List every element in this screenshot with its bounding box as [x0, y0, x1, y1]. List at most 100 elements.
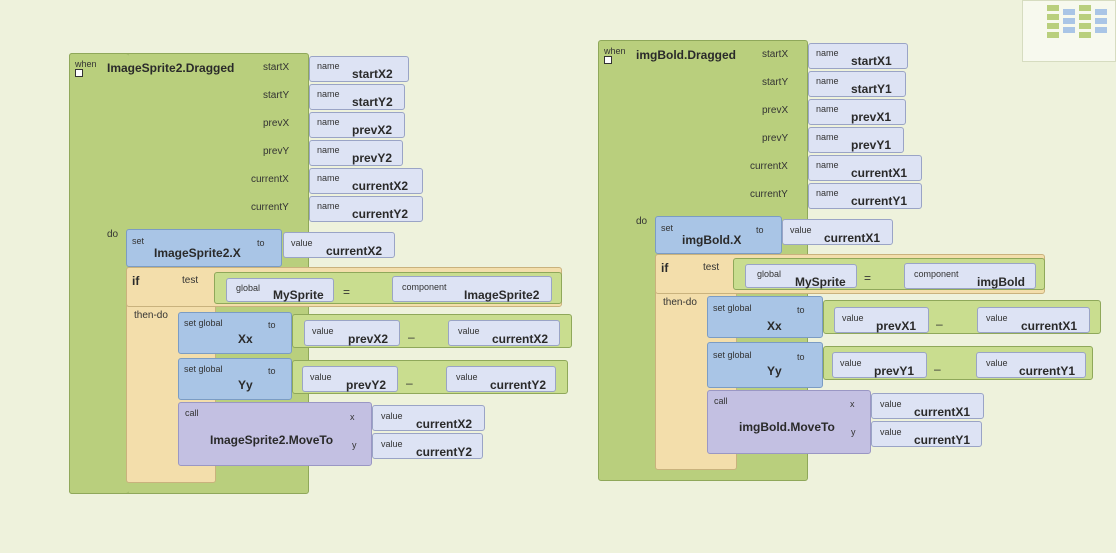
- value-text: prevX2: [348, 332, 389, 346]
- component-imgbold[interactable]: [904, 263, 1036, 289]
- param-label-currenty: currentY: [750, 189, 788, 200]
- param-startx[interactable]: [309, 56, 409, 82]
- value-currenty1[interactable]: [976, 352, 1086, 378]
- param-value: prevX2: [352, 123, 393, 137]
- param-startx[interactable]: [808, 43, 908, 69]
- workspace-minimap[interactable]: [1022, 0, 1116, 62]
- param-label-prevy: prevY: [762, 133, 789, 144]
- do-label: do: [107, 229, 119, 240]
- collapse-checkbox[interactable]: [75, 69, 83, 77]
- x-label: x: [850, 399, 855, 409]
- set-imagesprite2-x-block[interactable]: [126, 229, 282, 267]
- value-currenty1[interactable]: [871, 421, 982, 447]
- value-currentx1[interactable]: [871, 393, 984, 419]
- value-label: value: [986, 313, 1008, 323]
- y-label: y: [352, 440, 357, 450]
- name-label: name: [816, 188, 839, 198]
- param-starty[interactable]: [808, 71, 906, 97]
- value-currenty2[interactable]: [446, 366, 556, 392]
- param-currentx[interactable]: [309, 168, 423, 194]
- value-currentx1[interactable]: [977, 307, 1090, 333]
- y-label: y: [851, 427, 856, 437]
- value-prevx2[interactable]: [304, 320, 400, 346]
- param-prevy[interactable]: [309, 140, 403, 166]
- set-imgbold-x-block[interactable]: [655, 216, 782, 254]
- component-value: imgBold: [977, 275, 1025, 289]
- param-value: startY1: [851, 82, 892, 96]
- collapse-checkbox[interactable]: [604, 56, 612, 64]
- set-global-label: set global: [184, 364, 223, 374]
- value-prevy2[interactable]: [302, 366, 398, 392]
- param-label-prevx: prevX: [762, 105, 789, 116]
- param-prevy[interactable]: [808, 127, 904, 153]
- minus-label: –: [936, 317, 943, 331]
- value-currentx2[interactable]: [372, 405, 485, 431]
- name-label: name: [317, 145, 340, 155]
- param-label-currentx: currentX: [251, 174, 289, 185]
- value-label: value: [880, 399, 902, 409]
- set-target: ImageSprite2.X: [154, 246, 241, 260]
- value-currentx2[interactable]: [283, 232, 395, 258]
- value-text: currentY1: [914, 433, 971, 447]
- name-label: name: [816, 104, 839, 114]
- value-text: currentX1: [824, 231, 881, 245]
- value-text: currentX1: [1021, 319, 1078, 333]
- to-label: to: [797, 305, 805, 315]
- global-mysprite[interactable]: [226, 278, 334, 302]
- param-prevx[interactable]: [808, 99, 906, 125]
- param-value: startY2: [352, 95, 393, 109]
- set-global-label: set global: [713, 350, 752, 360]
- value-text: currentY1: [1019, 364, 1076, 378]
- call-imgbold-moveto-block[interactable]: [707, 390, 871, 454]
- value-label: value: [312, 326, 334, 336]
- var-name: Xx: [238, 332, 253, 346]
- if-label: if: [661, 261, 669, 275]
- value-label: value: [790, 225, 812, 235]
- test-label: test: [182, 275, 199, 286]
- set-global-yy-block[interactable]: [707, 342, 823, 388]
- value-label: value: [842, 313, 864, 323]
- param-label-starty: startY: [263, 90, 290, 101]
- component-value: ImageSprite2: [464, 288, 540, 302]
- set-global-yy-block[interactable]: [178, 358, 292, 400]
- to-label: to: [257, 238, 265, 248]
- param-value: prevY1: [851, 138, 892, 152]
- param-currenty[interactable]: [808, 183, 922, 209]
- value-currenty2[interactable]: [372, 433, 483, 459]
- param-currenty[interactable]: [309, 196, 423, 222]
- param-value: currentY1: [851, 194, 908, 208]
- call-label: call: [714, 396, 728, 406]
- set-global-xx-block[interactable]: [707, 296, 823, 338]
- call-target: imgBold.MoveTo: [739, 420, 835, 434]
- when-label: when: [75, 59, 97, 69]
- global-var: MySprite: [795, 275, 846, 289]
- call-imagesprite2-moveto-block[interactable]: [178, 402, 372, 466]
- param-starty[interactable]: [309, 84, 405, 110]
- minus-label: –: [406, 376, 413, 390]
- call-target: ImageSprite2.MoveTo: [210, 433, 334, 447]
- param-value: prevX1: [851, 110, 892, 124]
- name-label: name: [816, 132, 839, 142]
- value-prevx1[interactable]: [834, 307, 929, 333]
- value-label: value: [456, 372, 478, 382]
- to-label: to: [756, 225, 764, 235]
- name-label: name: [317, 61, 340, 71]
- global-var: MySprite: [273, 288, 324, 302]
- name-label: name: [816, 160, 839, 170]
- global-mysprite[interactable]: [745, 264, 857, 288]
- set-global-xx-block[interactable]: [178, 312, 292, 354]
- name-label: name: [317, 117, 340, 127]
- param-value: currentX1: [851, 166, 908, 180]
- param-label-startx: startX: [762, 49, 789, 60]
- value-label: value: [986, 358, 1008, 368]
- to-label: to: [268, 366, 276, 376]
- name-label: name: [317, 89, 340, 99]
- value-prevy1[interactable]: [832, 352, 927, 378]
- component-imagesprite2[interactable]: [392, 276, 552, 302]
- value-currentx2[interactable]: [448, 320, 560, 346]
- param-currentx[interactable]: [808, 155, 922, 181]
- param-prevx[interactable]: [309, 112, 405, 138]
- set-target: imgBold.X: [682, 233, 742, 247]
- value-currentx1[interactable]: [782, 219, 893, 245]
- value-label: value: [291, 238, 313, 248]
